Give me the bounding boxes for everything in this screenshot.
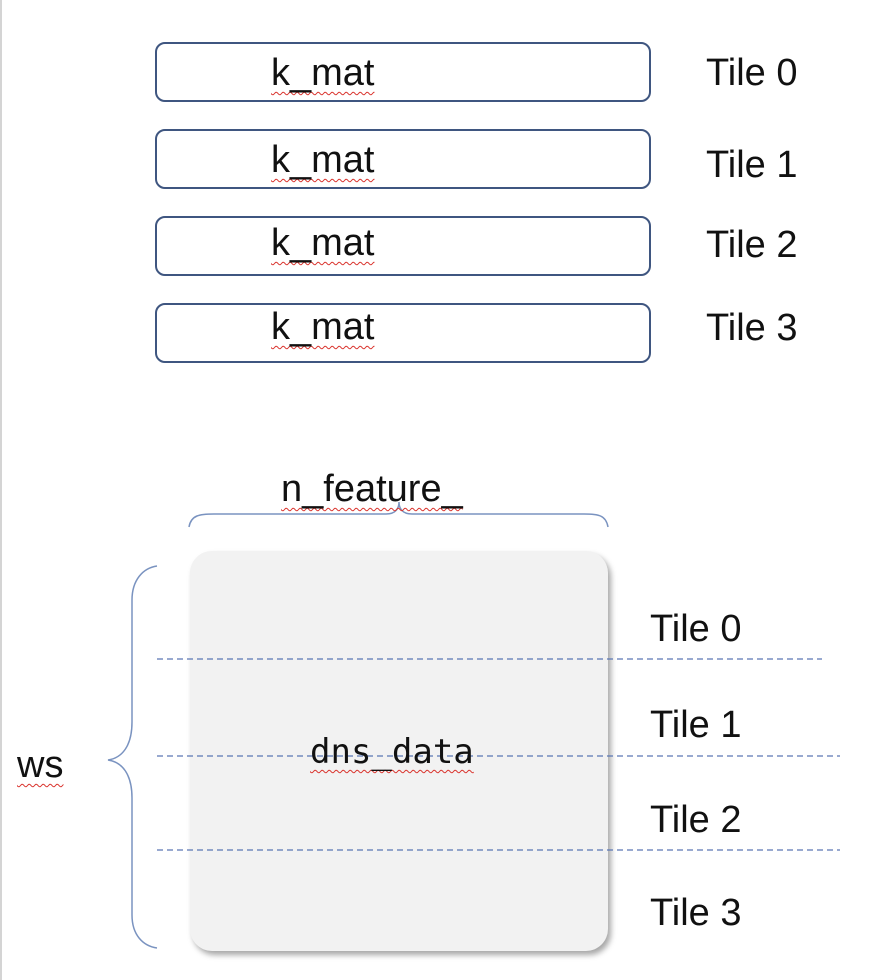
k-mat-box-tile-2: k_mat [155,216,651,276]
k-mat-label: k_mat [271,306,375,348]
n-feature-label: n_feature_ [281,468,463,510]
height-brace [107,565,158,949]
k-mat-tile-label-0: Tile 0 [706,52,798,94]
k-mat-box-tile-1: k_mat [155,129,651,189]
dns-data-label: dns_data [310,732,474,772]
k-mat-box-tile-0: k_mat [155,42,651,102]
k-mat-tile-label-1: Tile 1 [706,144,798,186]
k-mat-label: k_mat [271,222,375,264]
dns-tile-label-0: Tile 0 [650,608,742,650]
dns-tile-label-3: Tile 3 [650,892,742,934]
k-mat-tile-label-2: Tile 2 [706,224,798,266]
width-brace [188,501,609,528]
k-mat-label: k_mat [271,139,375,181]
ws-label: ws [17,744,64,786]
dns-tile-label-2: Tile 2 [650,799,742,841]
k-mat-tile-label-3: Tile 3 [706,307,798,349]
dns-data-block [190,551,608,951]
k-mat-label: k_mat [271,52,375,94]
page-left-rule [0,0,2,980]
dns-tile-label-1: Tile 1 [650,704,742,746]
k-mat-box-tile-3: k_mat [155,303,651,363]
